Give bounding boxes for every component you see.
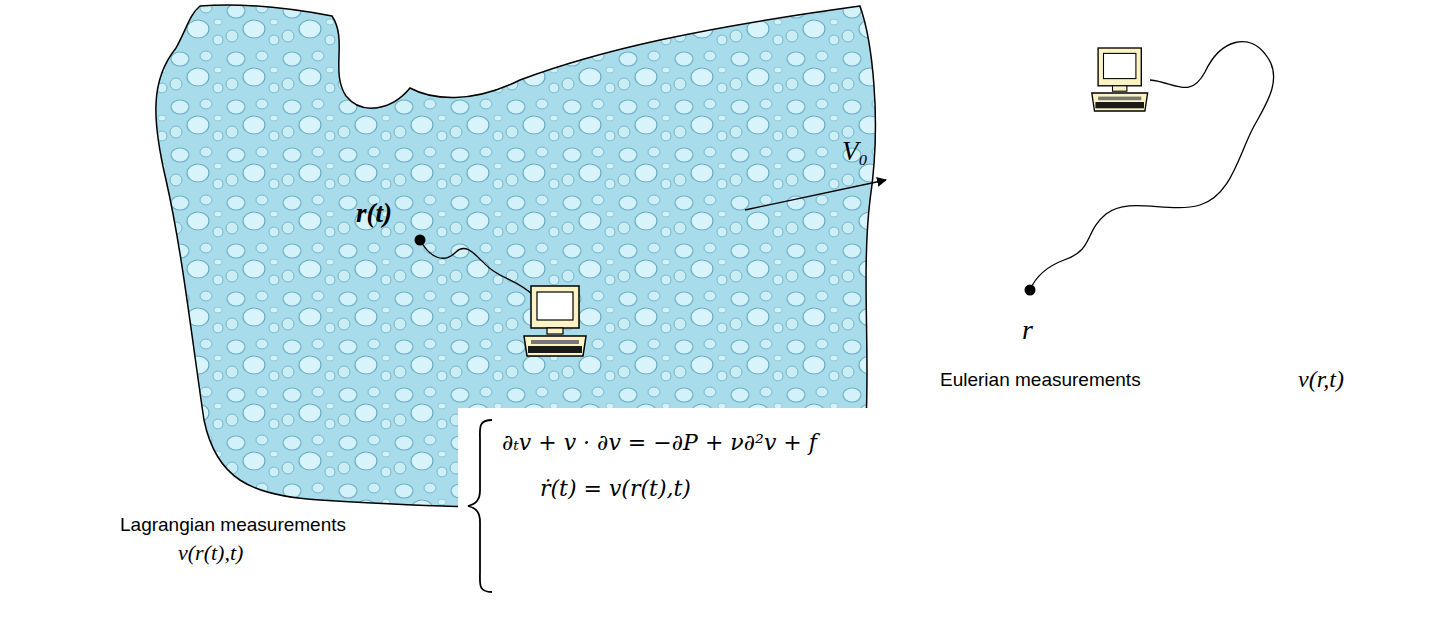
- particle-point: [415, 235, 426, 246]
- computer-icon: [1092, 48, 1148, 111]
- position-label: r: [1022, 314, 1033, 346]
- field-formula: v(r(t),t): [178, 540, 243, 565]
- equation-panel: [458, 408, 998, 608]
- probe-cable: [1030, 42, 1274, 290]
- computer-icon: [524, 286, 586, 356]
- navier-stokes-equation: ∂ₜv + v · ∂v = −∂P + ν∂²v + f: [502, 430, 817, 455]
- probe-point: [1025, 285, 1036, 296]
- field-formula: v(r,t): [1298, 366, 1344, 394]
- equation-brace: [468, 420, 492, 592]
- caption-text: Eulerian measurements: [940, 369, 1141, 391]
- velocity-arrow: [745, 180, 886, 210]
- particle-trajectory: [420, 240, 534, 296]
- velocity-label: V₀: [842, 136, 868, 167]
- position-label: r(t): [356, 198, 392, 229]
- trajectory-equation: ṙ(t) = v(r(t),t): [540, 476, 691, 501]
- caption-text: Lagrangian measurements: [120, 514, 346, 536]
- fluid-region: [156, 5, 876, 512]
